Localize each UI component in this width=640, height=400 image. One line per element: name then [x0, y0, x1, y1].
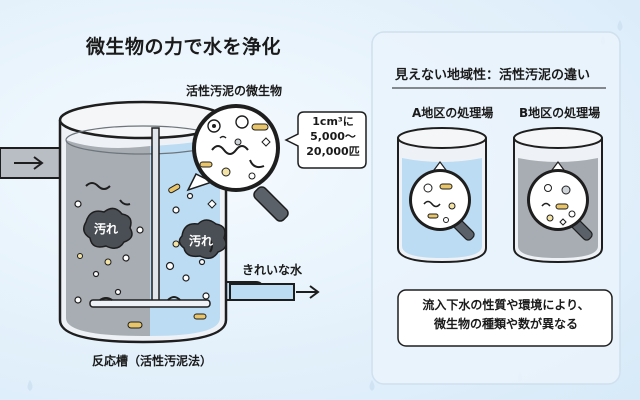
microbe-label: 活性汚泥の微生物: [186, 84, 283, 98]
outflow-pipe: [225, 281, 320, 301]
note-line-1: 流入下水の性質や環境により、: [422, 298, 590, 312]
dirt-blob-right: [178, 219, 227, 259]
callout-line-3: 20,000匹: [306, 145, 360, 158]
dirt-label-right: 汚れ: [189, 234, 214, 248]
note-box: [397, 289, 613, 347]
dirt-blob-left: [83, 207, 133, 249]
callout-bubble: [284, 111, 367, 169]
dirt-label-left: 汚れ: [94, 222, 119, 236]
reaction-tank-label: 反応槽（活性汚泥法）: [92, 354, 213, 368]
callout-line-1: 1cm³に: [312, 115, 354, 128]
page-title: 微生物の力で水を浄化: [86, 36, 282, 58]
inflow-pipe: [0, 147, 61, 179]
magnifier-left: [186, 104, 289, 222]
tank-area-b: [513, 127, 603, 264]
callout-line-2: 5,000～: [310, 130, 356, 143]
area-b-label: B地区の処理場: [519, 106, 601, 120]
callout-text: 1cm³に 5,000～ 20,000匹: [305, 114, 361, 159]
tank-area-a: [397, 127, 487, 264]
area-a-label: A地区の処理場: [412, 106, 494, 120]
clean-water-label: きれいな水: [242, 263, 303, 277]
note-line-2: 微生物の種類や数が異なる: [433, 317, 578, 331]
note-text: 流入下水の性質や環境により、 微生物の種類や数が異なる: [408, 296, 604, 334]
reaction-tank: [58, 100, 228, 344]
panel-title: 見えない地域性：活性汚泥の違い: [395, 68, 591, 83]
